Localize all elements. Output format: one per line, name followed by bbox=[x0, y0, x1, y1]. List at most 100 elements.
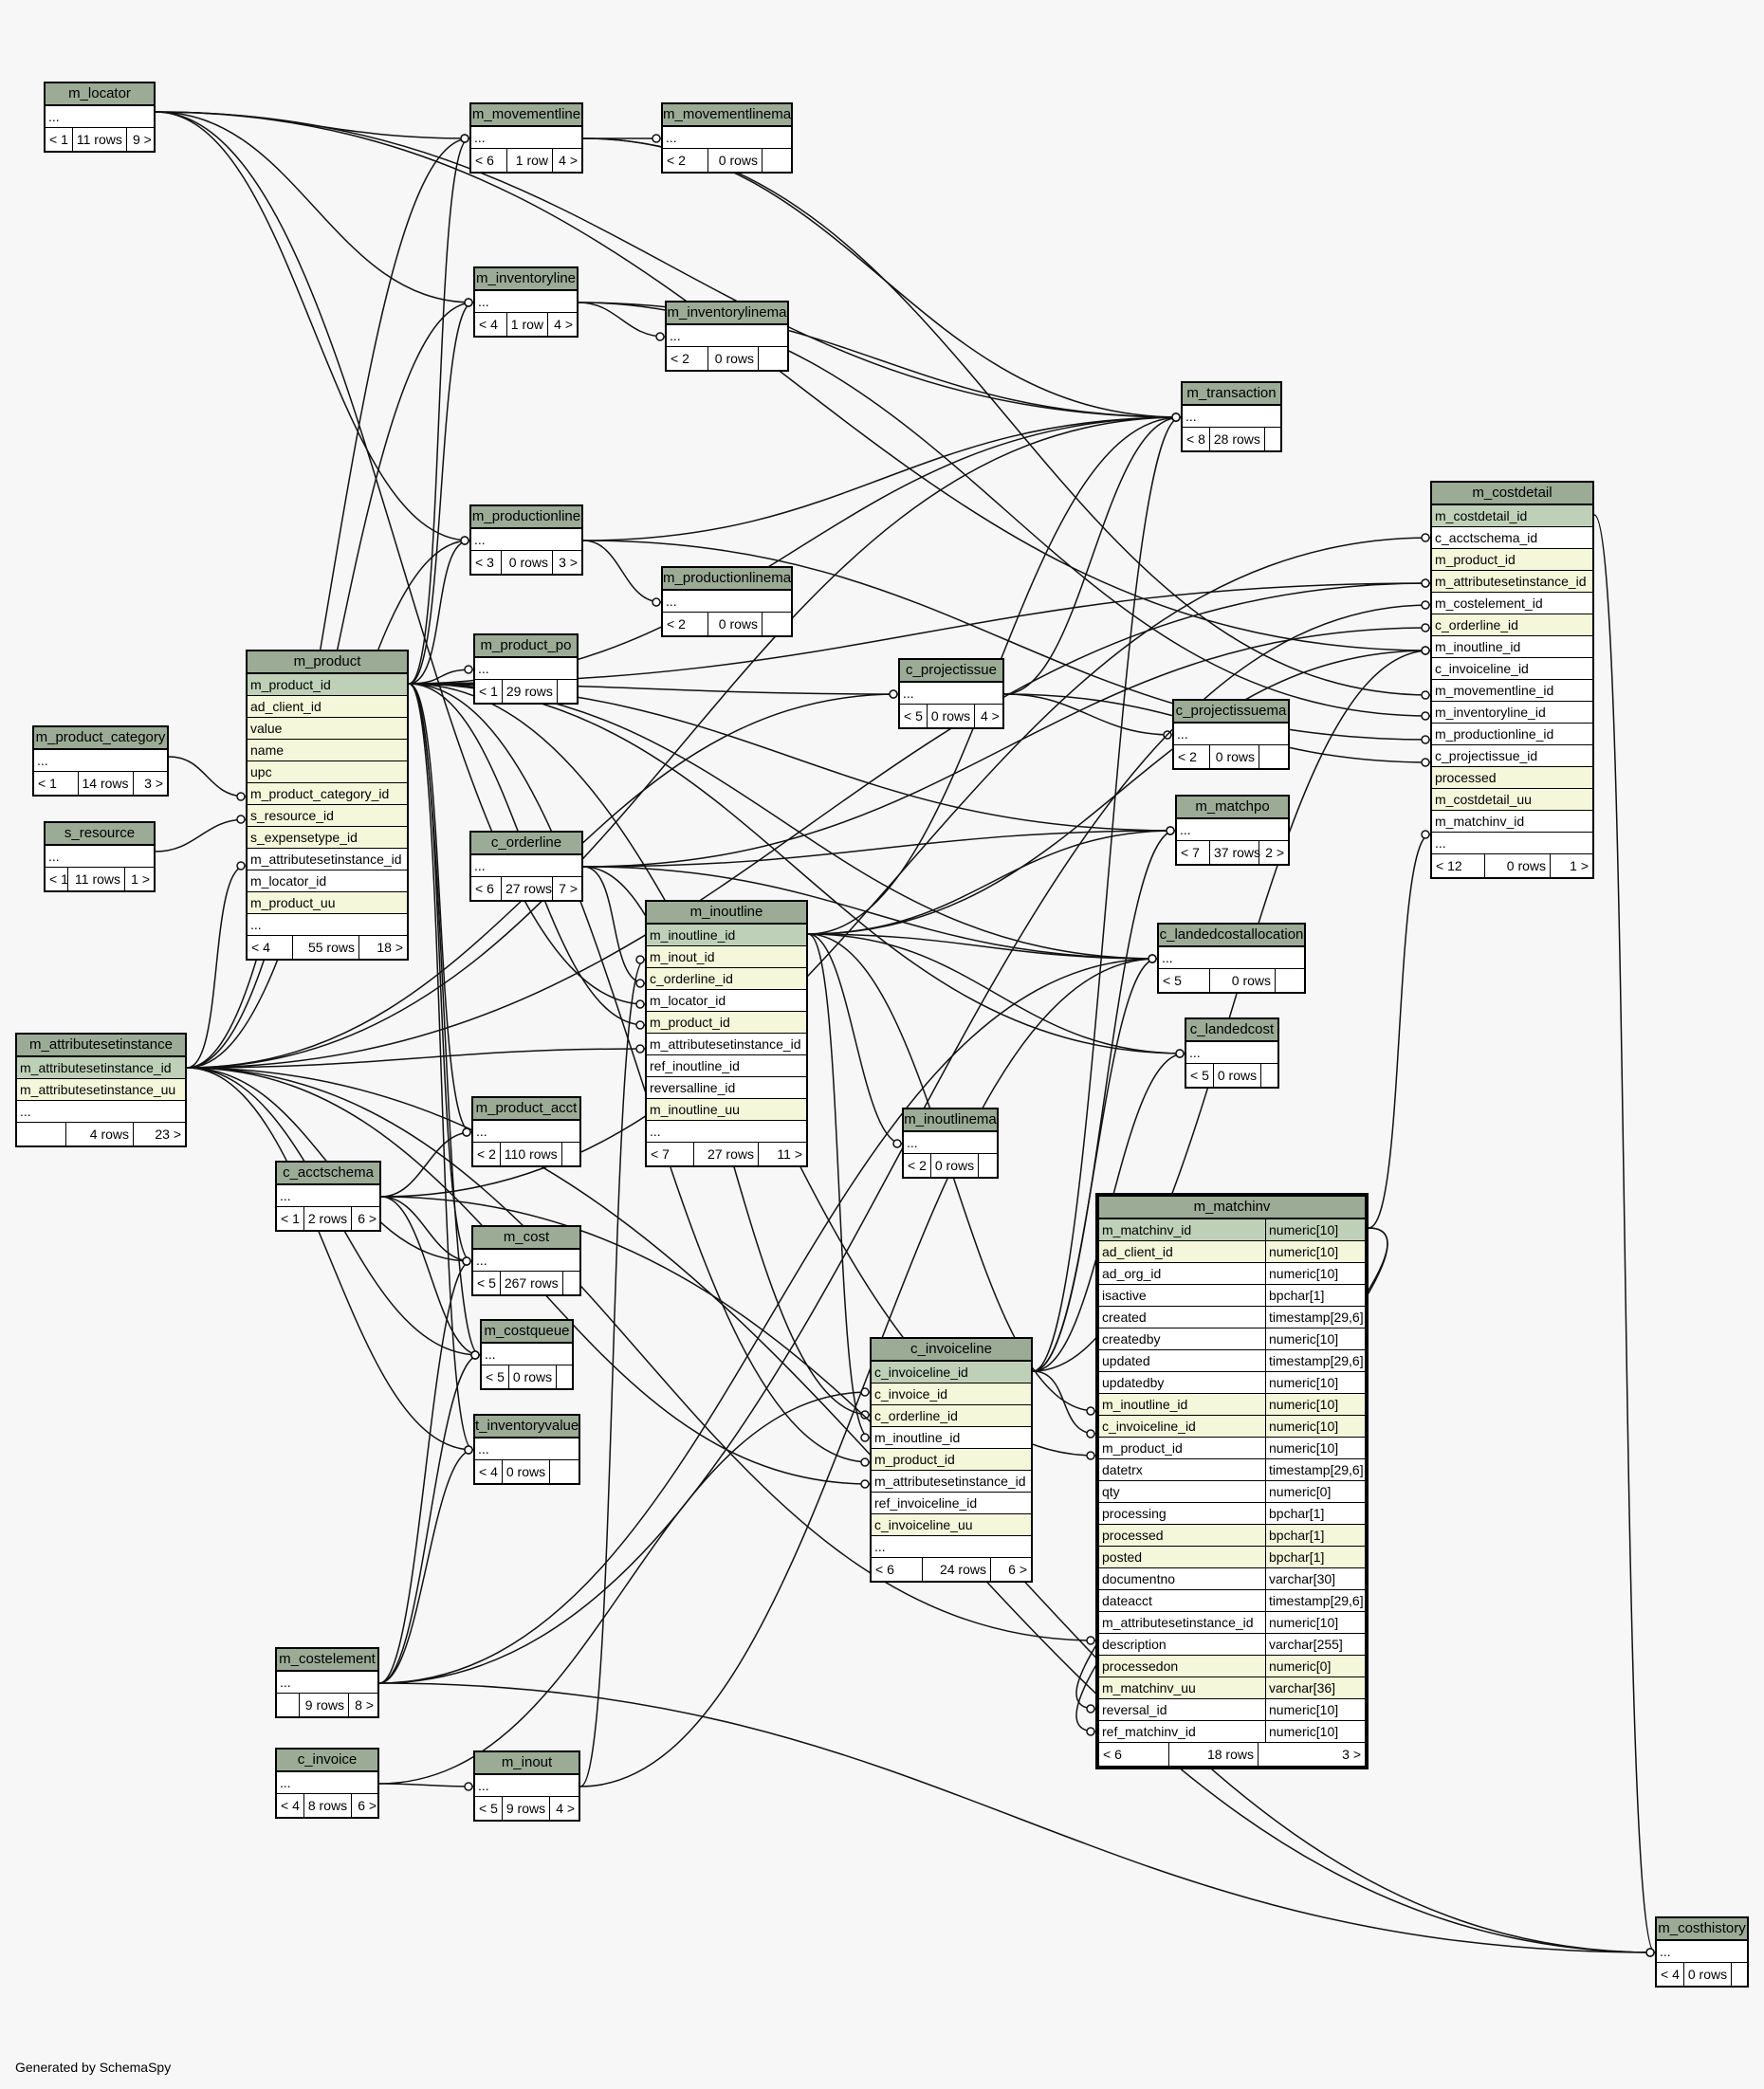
table-header[interactable]: m_product_acct bbox=[473, 1098, 579, 1121]
more-columns-row[interactable]: ... bbox=[1186, 1042, 1277, 1064]
parents-count[interactable]: < 4 bbox=[1657, 1963, 1684, 1986]
parents-count[interactable]: < 12 bbox=[1432, 854, 1485, 877]
more-columns-row[interactable]: ... bbox=[475, 291, 577, 313]
parents-count[interactable] bbox=[17, 1123, 66, 1145]
column-row[interactable]: c_invoice_id bbox=[872, 1384, 1031, 1405]
more-columns-row[interactable]: ... bbox=[475, 1438, 579, 1460]
table-header[interactable]: m_inventoryline bbox=[475, 268, 577, 291]
children-count[interactable]: 1 > bbox=[131, 871, 150, 887]
children-count[interactable]: 23 > bbox=[155, 1127, 181, 1142]
parents-count[interactable]: < 6 bbox=[471, 877, 502, 900]
table-header[interactable]: m_transaction bbox=[1183, 383, 1280, 406]
children-count[interactable]: 9 > bbox=[132, 132, 152, 147]
more-columns-row[interactable]: ... bbox=[663, 127, 791, 149]
parents-count[interactable]: < 5 bbox=[473, 1272, 501, 1294]
children-count[interactable]: 3 > bbox=[1342, 1747, 1361, 1762]
more-columns-row[interactable]: ... bbox=[248, 914, 407, 936]
column-row[interactable]: m_product_id bbox=[872, 1449, 1031, 1471]
column-row[interactable]: m_attributesetinstance_id bbox=[1432, 571, 1592, 593]
column-row[interactable]: m_costdetail_uu bbox=[1432, 789, 1592, 811]
children-count[interactable] bbox=[1261, 1064, 1290, 1087]
children-count[interactable] bbox=[1259, 745, 1288, 768]
column-row[interactable]: m_locator_id bbox=[647, 990, 806, 1012]
column-row[interactable]: m_product_id bbox=[647, 1012, 806, 1034]
table-header[interactable]: m_movementline bbox=[471, 104, 581, 127]
children-count[interactable]: 11 > bbox=[777, 1146, 802, 1162]
column-row[interactable]: m_attributesetinstance_id bbox=[17, 1057, 185, 1079]
column-row[interactable]: m_inoutline_id bbox=[872, 1427, 1031, 1449]
table-header[interactable]: m_productionline bbox=[471, 506, 581, 529]
more-columns-row[interactable]: ... bbox=[1183, 406, 1280, 428]
more-columns-row[interactable]: ... bbox=[475, 658, 577, 680]
column-row[interactable]: c_invoiceline_uu bbox=[872, 1514, 1031, 1536]
children-count[interactable] bbox=[1276, 969, 1304, 992]
more-columns-row[interactable]: ... bbox=[1174, 724, 1288, 745]
column-row[interactable]: s_expensetype_id bbox=[248, 827, 407, 849]
parents-count[interactable]: < 2 bbox=[1174, 745, 1210, 768]
column-row[interactable]: c_invoiceline_id bbox=[1432, 658, 1592, 680]
more-columns-row[interactable]: ... bbox=[471, 855, 581, 877]
table-header[interactable]: c_projectissuema bbox=[1174, 701, 1288, 724]
parents-count[interactable]: < 8 bbox=[1183, 428, 1210, 450]
more-columns-row[interactable]: ... bbox=[17, 1101, 185, 1123]
column-row[interactable]: m_attributesetinstance_id bbox=[248, 849, 407, 870]
table-header[interactable]: c_orderline bbox=[471, 833, 581, 855]
children-count[interactable]: 7 > bbox=[559, 881, 578, 896]
column-row[interactable]: name bbox=[248, 740, 407, 761]
more-columns-row[interactable]: ... bbox=[46, 846, 154, 868]
children-count[interactable] bbox=[1732, 1963, 1760, 1986]
more-columns-row[interactable]: ... bbox=[663, 591, 791, 613]
column-row[interactable]: c_orderline_id bbox=[1432, 614, 1592, 636]
more-columns-row[interactable]: ... bbox=[647, 1121, 806, 1143]
children-count[interactable]: 4 > bbox=[981, 708, 1000, 724]
column-row[interactable]: m_inout_id bbox=[647, 946, 806, 968]
table-header[interactable]: m_movementlinema bbox=[663, 104, 791, 127]
column-row[interactable]: ref_invoiceline_id bbox=[872, 1493, 1031, 1514]
more-columns-row[interactable]: ... bbox=[900, 683, 1002, 705]
column-row[interactable]: m_inoutline_id bbox=[647, 925, 806, 946]
table-header[interactable]: c_projectissue bbox=[900, 660, 1002, 683]
children-count[interactable] bbox=[557, 1365, 585, 1388]
more-columns-row[interactable]: ... bbox=[277, 1185, 379, 1207]
column-row[interactable]: m_attributesetinstance_id bbox=[872, 1471, 1031, 1493]
children-count[interactable]: 4 > bbox=[556, 1801, 576, 1816]
more-columns-row[interactable]: ... bbox=[1657, 1941, 1747, 1963]
parents-count[interactable]: < 2 bbox=[904, 1154, 931, 1177]
column-row[interactable]: m_costelement_id bbox=[1432, 593, 1592, 614]
table-header[interactable]: m_attributesetinstance bbox=[17, 1035, 185, 1057]
table-header[interactable]: m_locator bbox=[46, 83, 154, 106]
table-header[interactable]: m_costhistory bbox=[1657, 1918, 1747, 1941]
parents-count[interactable]: < 5 bbox=[1159, 969, 1210, 992]
children-count[interactable]: 2 > bbox=[1265, 845, 1284, 860]
parents-count[interactable]: < 2 bbox=[663, 149, 708, 172]
column-row[interactable]: m_attributesetinstance_uu bbox=[17, 1079, 185, 1101]
table-header[interactable]: m_inout bbox=[475, 1752, 579, 1775]
more-columns-row[interactable]: ... bbox=[904, 1132, 997, 1154]
parents-count[interactable]: < 3 bbox=[471, 551, 502, 574]
parents-count[interactable]: < 2 bbox=[473, 1143, 501, 1165]
column-row[interactable]: m_inoutline_id bbox=[1432, 636, 1592, 658]
table-header[interactable]: t_inventoryvalue bbox=[475, 1416, 579, 1438]
table-header[interactable]: m_product_po bbox=[475, 635, 577, 658]
